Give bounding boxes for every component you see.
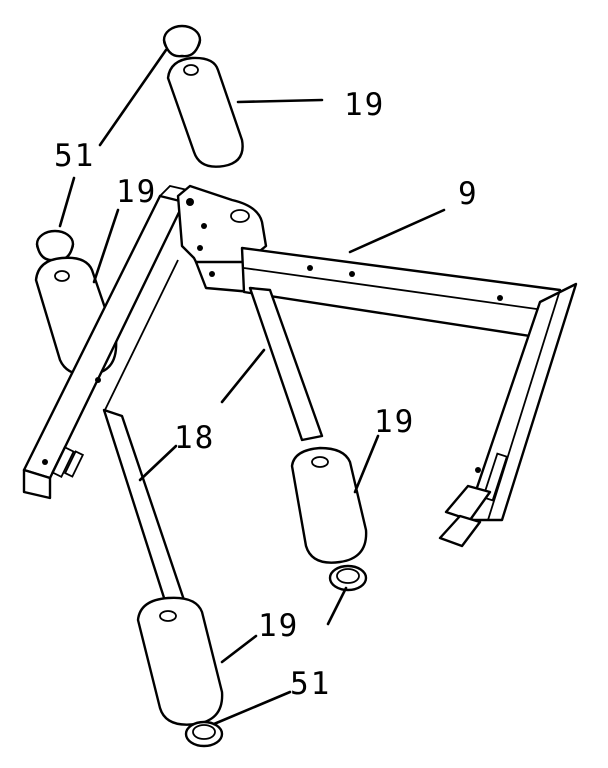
label-19-left-cap: 19: [116, 174, 157, 210]
leader-lines: [58, 48, 446, 726]
label-51-top-glide: 51: [54, 138, 95, 174]
bottom-glide-part: [184, 720, 224, 748]
top-glide-part: [162, 24, 202, 58]
label-9-crossbar: 9: [458, 176, 479, 212]
label-51-bottom-glide: 51: [290, 666, 331, 702]
frame-body: [22, 184, 578, 606]
right-leg-cap-part: [290, 446, 368, 564]
left-glide-part: [35, 229, 75, 262]
label-19-bottom-cap: 19: [258, 608, 299, 644]
label-19-right-cap: 19: [374, 404, 415, 440]
bottom-leg-cap-part: [136, 596, 224, 726]
label-19-top-cap: 19: [344, 87, 385, 123]
label-18-strut: 18: [174, 420, 215, 456]
top-leg-cap-part: [166, 56, 244, 168]
right-glide-part: [328, 564, 368, 592]
